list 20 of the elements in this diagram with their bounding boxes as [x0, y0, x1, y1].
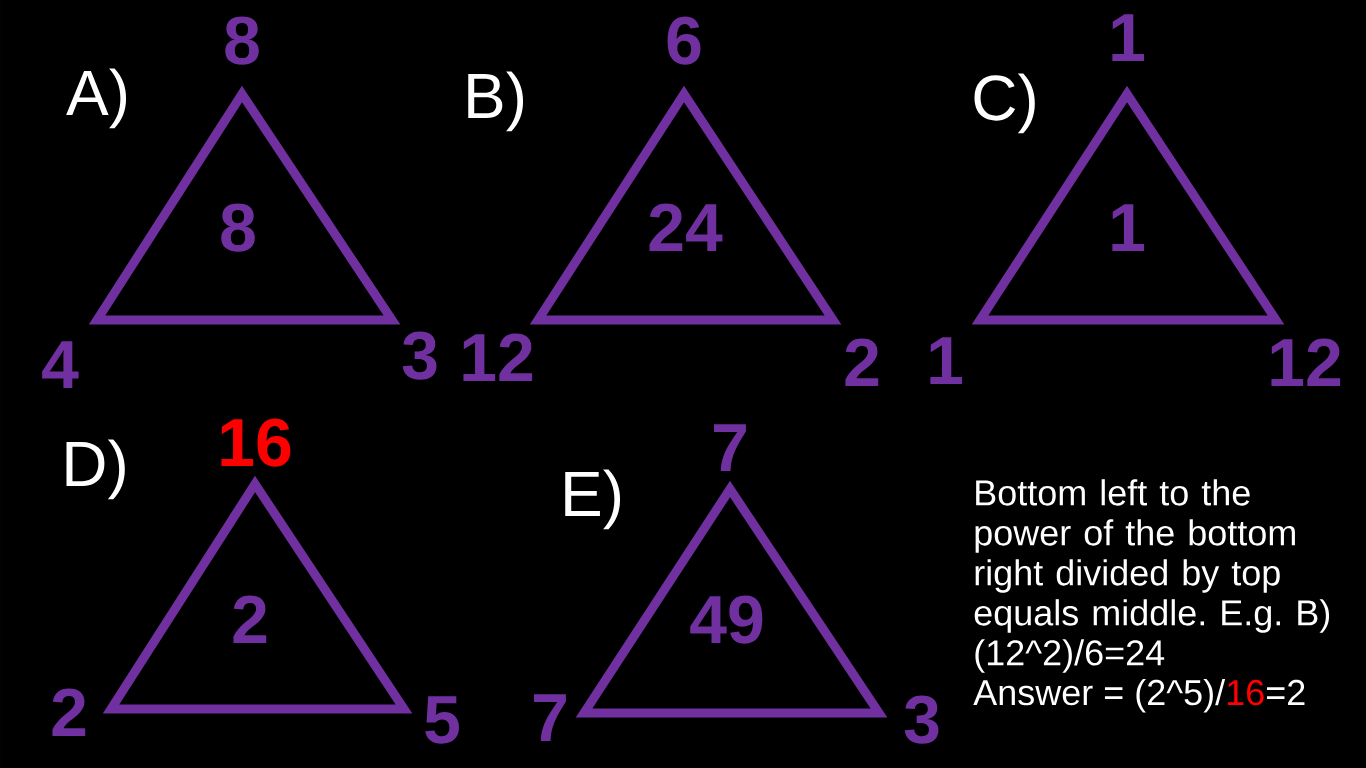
corner-number: 2 — [845, 338, 879, 386]
corner-number: 2 — [52, 688, 86, 736]
corner-number: 6 — [667, 16, 701, 65]
corner-number: 16 — [221, 418, 291, 467]
corner-number: 1 — [930, 337, 963, 384]
panel-letter: E) — [565, 469, 621, 530]
corner-number: 7 — [534, 694, 566, 741]
panel-letter: B) — [468, 71, 524, 132]
corner-number: 7 — [714, 424, 746, 471]
corner-number: 12 — [1271, 338, 1341, 386]
answer-text: Answer = (2^5)/16=2 — [973, 678, 1305, 713]
corner-number: 3 — [402, 331, 437, 380]
corner-number: 5 — [425, 696, 460, 744]
explanation-text: Bottom left to the power of the bottom right divided by top equals middle. E.g. B) (12^2)/6=24 — [974, 479, 1330, 673]
panel-letter: C) — [974, 73, 1035, 134]
corner-number: 4 — [42, 341, 79, 388]
corner-number: 8 — [225, 16, 259, 65]
corner-number: 1 — [1112, 14, 1145, 61]
corner-number: 12 — [463, 333, 533, 381]
corner-number: 3 — [904, 695, 939, 744]
